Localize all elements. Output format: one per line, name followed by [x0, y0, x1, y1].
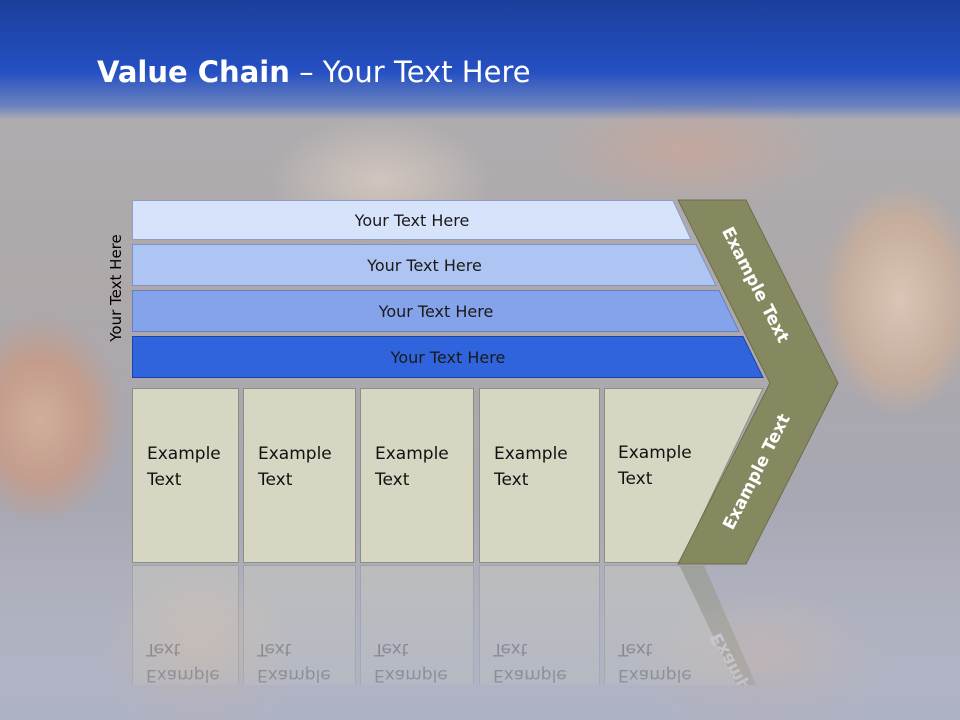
title-bold: Value Chain — [97, 55, 290, 89]
band-1[interactable]: Your Text Here — [132, 200, 692, 240]
slide-title[interactable]: Value Chain – Your Text Here — [97, 55, 531, 89]
band-3-shape — [132, 290, 740, 332]
title-bar — [0, 0, 960, 120]
margin-chevron[interactable] — [670, 198, 845, 566]
band-2[interactable]: Your Text Here — [132, 244, 717, 286]
band-4-shape — [132, 336, 764, 378]
side-label[interactable]: Your Text Here — [107, 234, 125, 342]
band-4[interactable]: Your Text Here — [132, 336, 764, 378]
reflection-fade — [0, 565, 960, 720]
band-1-label: Your Text Here — [354, 210, 470, 230]
band-3-label: Your Text Here — [378, 301, 494, 321]
band-2-shape — [132, 244, 717, 286]
band-1-shape — [132, 200, 692, 240]
title-rest: – Your Text Here — [289, 55, 531, 89]
band-4-label: Your Text Here — [390, 347, 506, 367]
band-3[interactable]: Your Text Here — [132, 290, 740, 332]
band-2-label: Your Text Here — [367, 255, 482, 275]
